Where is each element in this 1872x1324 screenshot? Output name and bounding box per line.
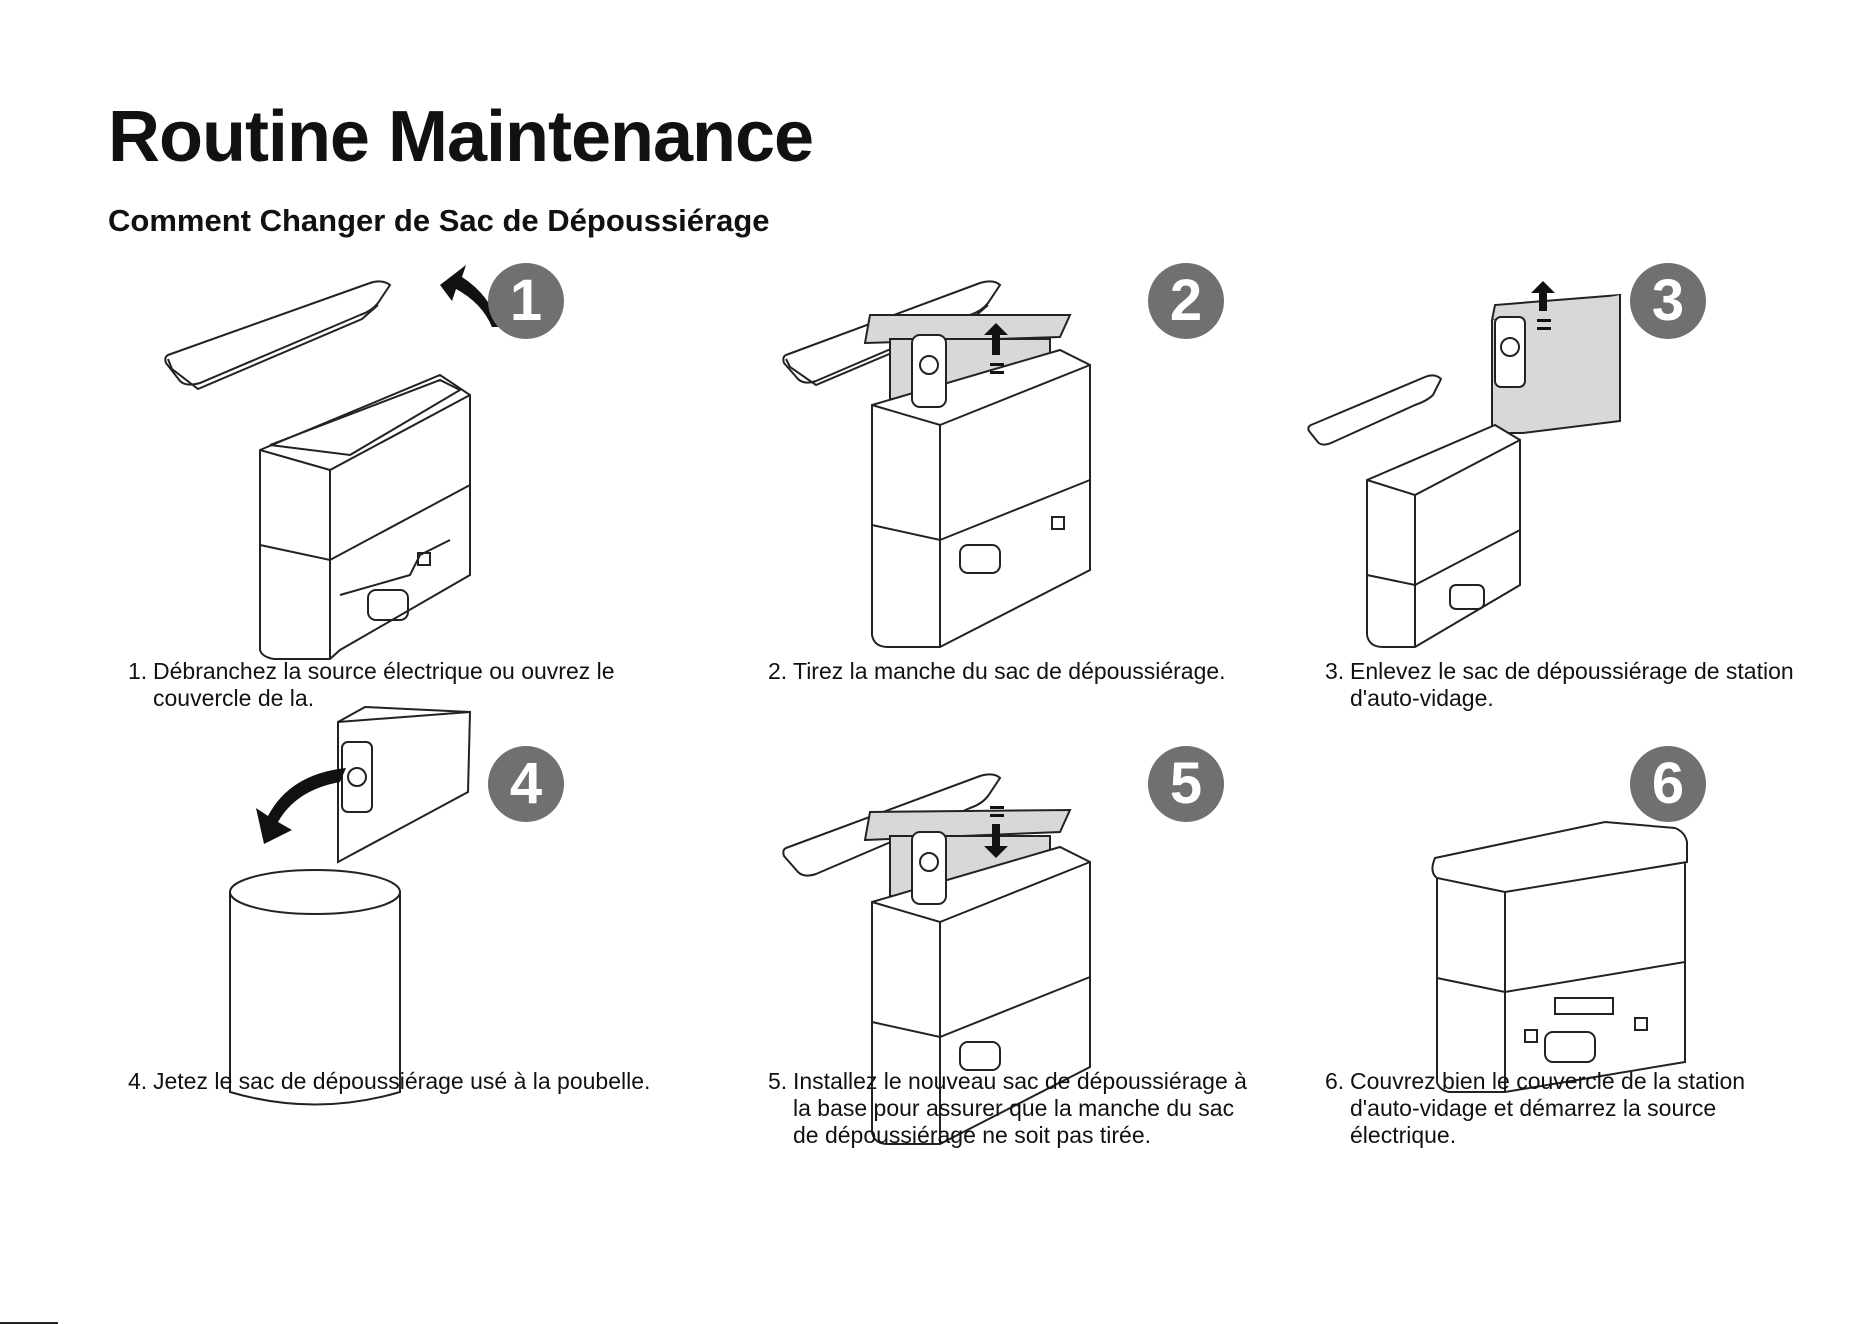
step-3-text: Enlevez le sac de dépoussiérage de stati… [1350,658,1794,711]
page-title: Routine Maintenance [108,97,814,177]
step-4-caption: 4. Jetez le sac de dépoussiérage usé à l… [128,1068,688,1095]
step-2: 2 2. Tirez la manche du sac de dépoussié… [760,255,1360,735]
step-2-caption: 2. Tirez la manche du sac de dépoussiéra… [768,658,1288,685]
step-4: 4 4. Jetez le sac de dépoussiérage usé à… [110,705,710,1192]
lift-arrow-icon [440,265,500,327]
step-6: 6 6. Couvrez bien le couvercle de la sta… [1305,712,1872,1192]
step-1-number: 1. [128,658,148,684]
step-1: 1 1. Débranchez la source électrique ou … [110,255,710,735]
footer-rule [0,1322,58,1324]
step-3-badge: 3 [1630,263,1706,339]
step-2-illustration [782,280,1091,648]
page-subtitle: Comment Changer de Sac de Dépoussiérage [108,203,770,238]
step-6-illustration [1431,820,1688,1093]
step-2-badge: 2 [1148,263,1224,339]
discard-arrow-icon [256,768,346,844]
step-4-badge: 4 [488,746,564,822]
step-1-illustration [164,265,500,660]
step-3-illustration [1307,281,1622,648]
step-4-number: 4. [128,1068,148,1094]
step-2-text: Tirez la manche du sac de dépoussiérage. [793,658,1226,684]
step-3: 3 3. Enlevez le sac de dépoussiérage de … [1305,255,1872,735]
down-arrow-icon [984,824,1008,858]
step-1-caption: 1. Débranchez la source électrique ou ou… [128,658,648,712]
step-5-badge: 5 [1148,746,1224,822]
step-3-number: 3. [1325,658,1345,684]
step-5: 5 5. Installez le nouveau sac de dépouss… [760,712,1360,1192]
step-5-text: Installez le nouveau sac de dépoussiérag… [793,1068,1247,1148]
step-4-illustration [229,705,472,1106]
step-6-number: 6. [1325,1068,1345,1094]
step-5-caption: 5. Installez le nouveau sac de dépoussié… [768,1068,1248,1149]
step-5-number: 5. [768,1068,788,1094]
step-6-badge: 6 [1630,746,1706,822]
step-4-text: Jetez le sac de dépoussiérage usé à la p… [153,1068,651,1094]
up-arrow-icon [1531,281,1555,311]
step-1-text: Débranchez la source électrique ou ouvre… [153,658,615,711]
step-6-text: Couvrez bien le couvercle de la station … [1350,1068,1746,1148]
up-arrow-icon [984,323,1008,355]
step-1-badge: 1 [488,263,564,339]
step-6-caption: 6. Couvrez bien le couvercle de la stati… [1325,1068,1785,1149]
step-3-caption: 3. Enlevez le sac de dépoussiérage de st… [1325,658,1825,712]
step-2-number: 2. [768,658,788,684]
step-5-illustration [782,773,1091,1145]
